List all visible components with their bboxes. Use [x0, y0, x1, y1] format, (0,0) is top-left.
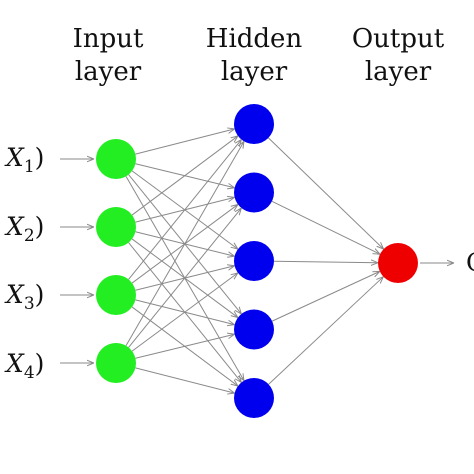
input-label-4-close: ) [35, 349, 45, 378]
output-layer-title-line2: layer [365, 57, 432, 87]
input-label-1-close: ) [35, 143, 45, 172]
edge-hidden-3-output-1 [273, 261, 378, 262]
input-layer-title-line2: layer [75, 57, 142, 87]
output-label: O [466, 248, 474, 277]
input-label-2-close: ) [35, 212, 45, 241]
hidden-node-1 [234, 104, 274, 144]
edge-input-1-hidden-1 [135, 129, 234, 155]
hidden-node-5 [234, 378, 274, 418]
output-node-1 [378, 243, 418, 283]
input-node-3 [96, 275, 136, 315]
input-label-4-sub: 4 [24, 363, 35, 383]
input-label-4-var: X [4, 349, 25, 378]
input-label-2-var: X [4, 212, 25, 241]
input-label-3: X3) [4, 280, 44, 314]
input-label-1: X1) [4, 143, 44, 177]
input-label-3-var: X [4, 280, 25, 309]
input-layer-title-line1: Input [73, 24, 144, 54]
hidden-layer-title-line2: layer [221, 57, 288, 87]
input-node-4 [96, 343, 136, 383]
edge-hidden-5-output-1 [268, 277, 384, 385]
input-arrows [60, 159, 94, 363]
input-node-1 [96, 139, 136, 179]
input-label-2-sub: 2 [24, 226, 35, 246]
edge-input-4-hidden-3 [131, 273, 238, 352]
input-label-4: X4) [4, 349, 44, 383]
edge-hidden-2-output-1 [271, 200, 380, 254]
output-layer-title-line1: Output [352, 24, 445, 54]
edge-hidden-4-output-1 [271, 271, 380, 322]
hidden-node-4 [234, 309, 274, 350]
input-label-1-sub: 1 [24, 157, 35, 177]
hidden-node-2 [234, 172, 274, 213]
input-label-3-sub: 3 [24, 294, 35, 314]
input-node-2 [96, 207, 136, 247]
hidden-node-3 [234, 241, 274, 281]
input-label-2: X2) [4, 212, 44, 246]
hidden-layer-title-line1: Hidden [206, 24, 303, 54]
edge-input-4-hidden-1 [125, 141, 244, 346]
edge-input-3-hidden-1 [128, 140, 242, 280]
edge-input-4-hidden-5 [135, 367, 234, 393]
edge-input-2-hidden-1 [131, 136, 238, 216]
edge-hidden-1-output-1 [268, 137, 383, 249]
input-label-1-var: X [4, 143, 25, 172]
edge-input-4-hidden-4 [135, 334, 234, 359]
input-label-3-close: ) [35, 280, 45, 309]
nodes [96, 104, 418, 418]
edge-input-4-hidden-2 [128, 208, 242, 348]
connections [125, 129, 384, 393]
